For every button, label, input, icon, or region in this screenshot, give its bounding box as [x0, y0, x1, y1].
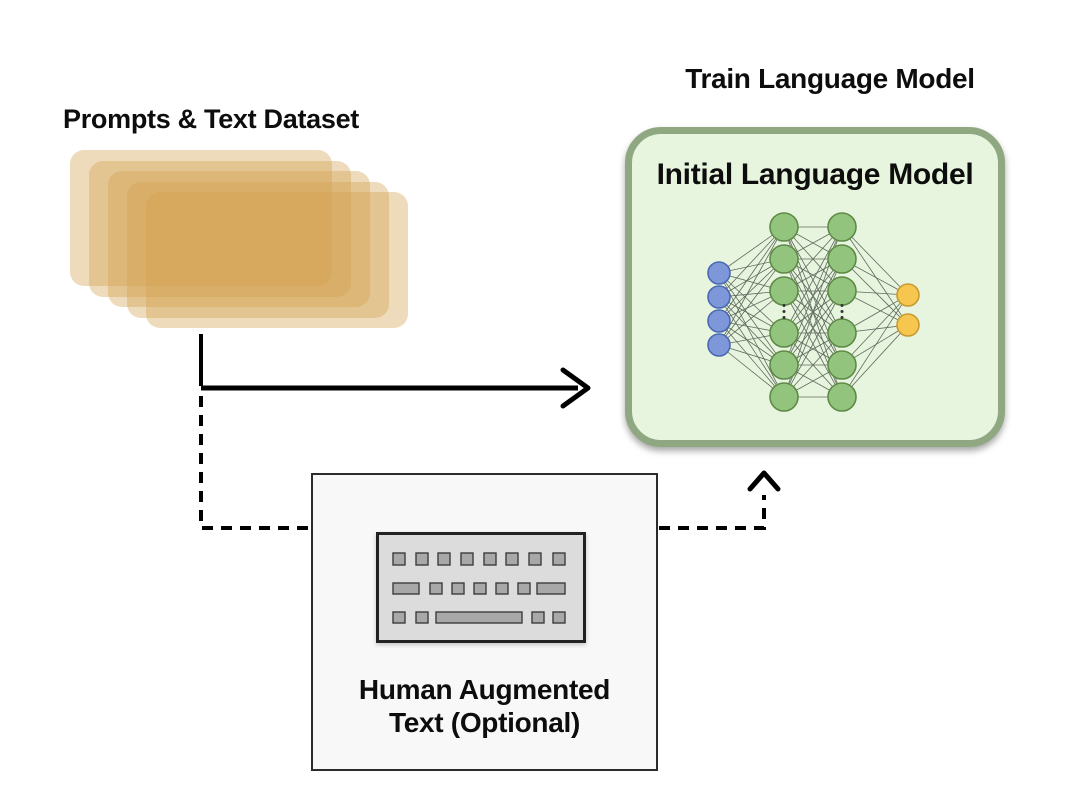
hidden2-node: [827, 244, 857, 274]
hidden1-node: [769, 212, 799, 242]
hidden1-node: [769, 350, 799, 380]
ellipsis-dot: [782, 304, 786, 307]
dataset-card: [146, 192, 408, 328]
input-node: [707, 285, 731, 309]
input-node: [707, 333, 731, 357]
human-text-label: Human Augmented Text (Optional): [313, 673, 656, 739]
keyboard-keys-row3: [392, 611, 566, 624]
human-text-box: Human Augmented Text (Optional): [311, 473, 658, 771]
initial-model-box: Initial Language Model: [625, 127, 1005, 447]
output-node: [896, 283, 920, 307]
human-text-line2: Text (Optional): [389, 707, 580, 738]
dashed-connector-right: [659, 495, 766, 530]
hidden1-node: [769, 318, 799, 348]
train-model-title: Train Language Model: [685, 63, 975, 94]
hidden1-node: [769, 382, 799, 412]
hidden2-node: [827, 382, 857, 412]
input-node: [707, 309, 731, 333]
ellipsis-dot: [840, 310, 844, 313]
keyboard-keys-row1: [392, 552, 566, 566]
hidden1-node: [769, 276, 799, 306]
dashed-connector-left: [199, 396, 309, 530]
ellipsis-dot: [782, 316, 786, 319]
ellipsis-dot: [840, 304, 844, 307]
human-text-line1: Human Augmented: [358, 674, 611, 705]
hidden2-node: [827, 276, 857, 306]
solid-arrowhead: [560, 367, 591, 409]
output-node: [896, 313, 920, 337]
ellipsis-dot: [782, 310, 786, 313]
dataset-card: [127, 181, 389, 318]
dataset-card: [89, 160, 351, 297]
hidden1-node: [769, 244, 799, 274]
ellipsis-dot: [840, 316, 844, 319]
hidden2-node: [827, 212, 857, 242]
input-node: [707, 261, 731, 285]
neural-network-diagram: [707, 212, 920, 412]
initial-model-label: Initial Language Model: [656, 158, 974, 191]
keyboard-icon: [376, 532, 586, 643]
dashed-arrowhead-up: [747, 470, 781, 492]
dataset-card: [108, 171, 370, 307]
hidden2-node: [827, 318, 857, 348]
hidden2-node: [827, 350, 857, 380]
keyboard-keys-row2: [392, 582, 566, 595]
dataset-title: Prompts & Text Dataset: [63, 104, 359, 134]
dataset-card-stack: [70, 150, 410, 330]
dataset-card: [70, 150, 332, 286]
